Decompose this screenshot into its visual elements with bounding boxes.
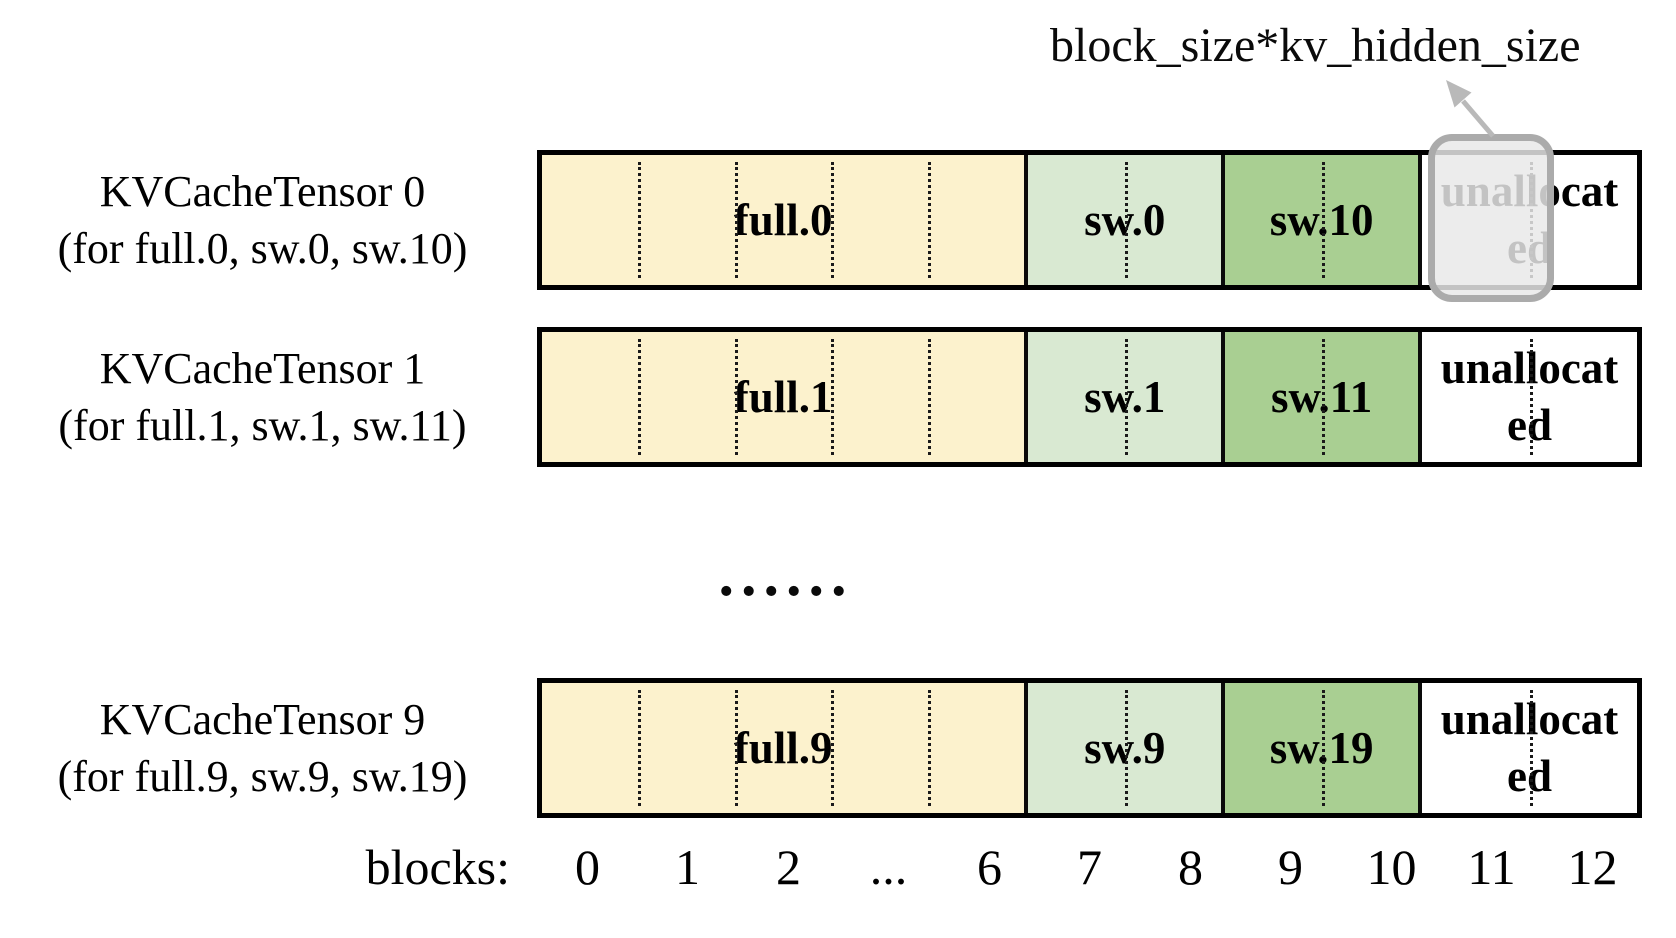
block-divider [927, 162, 931, 278]
block-divider [1124, 162, 1128, 278]
block-divider [831, 339, 835, 455]
tensor-1-subtitle: (for full.1, sw.1, sw.11) [58, 401, 467, 450]
block-divider [1529, 339, 1533, 455]
segment-sw10: sw.10 [1221, 155, 1419, 285]
segment-unallocated-1: unallocated [1418, 332, 1637, 462]
block-divider [831, 690, 835, 806]
segment-sw1: sw.1 [1024, 332, 1222, 462]
axis-tick-8: 8 [1178, 839, 1203, 895]
block-divider [927, 690, 931, 806]
axis-tick-10: 10 [1366, 839, 1417, 895]
block-divider [1321, 339, 1325, 455]
segment-sw11: sw.11 [1221, 332, 1419, 462]
axis-tick-6: 6 [977, 839, 1002, 895]
segment-label: full.0 [733, 195, 833, 245]
block-size-annotation: block_size*kv_hidden_size [1050, 19, 1581, 72]
block-divider [734, 690, 738, 806]
segment-sw0: sw.0 [1024, 155, 1222, 285]
segment-label: full.9 [733, 723, 833, 773]
block-divider [734, 162, 738, 278]
block-divider [734, 339, 738, 455]
block-size-highlight [1428, 134, 1554, 302]
block-divider [1124, 339, 1128, 455]
block-divider [1124, 690, 1128, 806]
tensor-0-title: KVCacheTensor 0 [99, 167, 426, 216]
ellipsis-separator: ...... [718, 541, 854, 609]
axis-tick-9: 9 [1278, 839, 1303, 895]
axis-tick-7: 7 [1077, 839, 1102, 895]
axis-tick-12: 12 [1567, 839, 1618, 895]
block-divider [927, 339, 931, 455]
axis-tick-0: 0 [575, 839, 600, 895]
segment-full-9: full.9 [542, 683, 1025, 813]
tensor-9-title: KVCacheTensor 9 [99, 695, 426, 744]
kvcache-bar-1: full.1 sw.1 sw.11 unallocated [537, 327, 1642, 467]
block-divider [831, 162, 835, 278]
axis-tick-2: 2 [776, 839, 801, 895]
tensor-row-9: KVCacheTensor 9 (for full.9, sw.9, sw.19… [0, 678, 1676, 818]
axis-tick-ellipsis: ... [869, 839, 908, 895]
tensor-0-subtitle: (for full.0, sw.0, sw.10) [57, 224, 468, 273]
block-divider [1321, 690, 1325, 806]
blocks-axis-label: blocks: [365, 839, 510, 895]
block-divider [1321, 162, 1325, 278]
tensor-1-title: KVCacheTensor 1 [99, 344, 426, 393]
row-0-label: KVCacheTensor 0 (for full.0, sw.0, sw.10… [10, 150, 515, 290]
segment-sw19: sw.19 [1221, 683, 1419, 813]
tensor-row-1: KVCacheTensor 1 (for full.1, sw.1, sw.11… [0, 327, 1676, 467]
tensor-9-subtitle: (for full.9, sw.9, sw.19) [57, 752, 468, 801]
segment-full-0: full.0 [542, 155, 1025, 285]
row-9-label: KVCacheTensor 9 (for full.9, sw.9, sw.19… [10, 678, 515, 818]
kvcache-bar-9: full.9 sw.9 sw.19 unallocated [537, 678, 1642, 818]
block-divider [638, 690, 642, 806]
axis-tick-11: 11 [1467, 839, 1516, 895]
segment-label: full.1 [733, 372, 833, 422]
segment-full-1: full.1 [542, 332, 1025, 462]
block-divider [1529, 690, 1533, 806]
segment-unallocated-9: unallocated [1418, 683, 1637, 813]
block-divider [638, 162, 642, 278]
row-1-label: KVCacheTensor 1 (for full.1, sw.1, sw.11… [10, 327, 515, 467]
block-divider [638, 339, 642, 455]
segment-sw9: sw.9 [1024, 683, 1222, 813]
axis-tick-1: 1 [675, 839, 700, 895]
segment-label: sw.11 [1270, 372, 1373, 422]
